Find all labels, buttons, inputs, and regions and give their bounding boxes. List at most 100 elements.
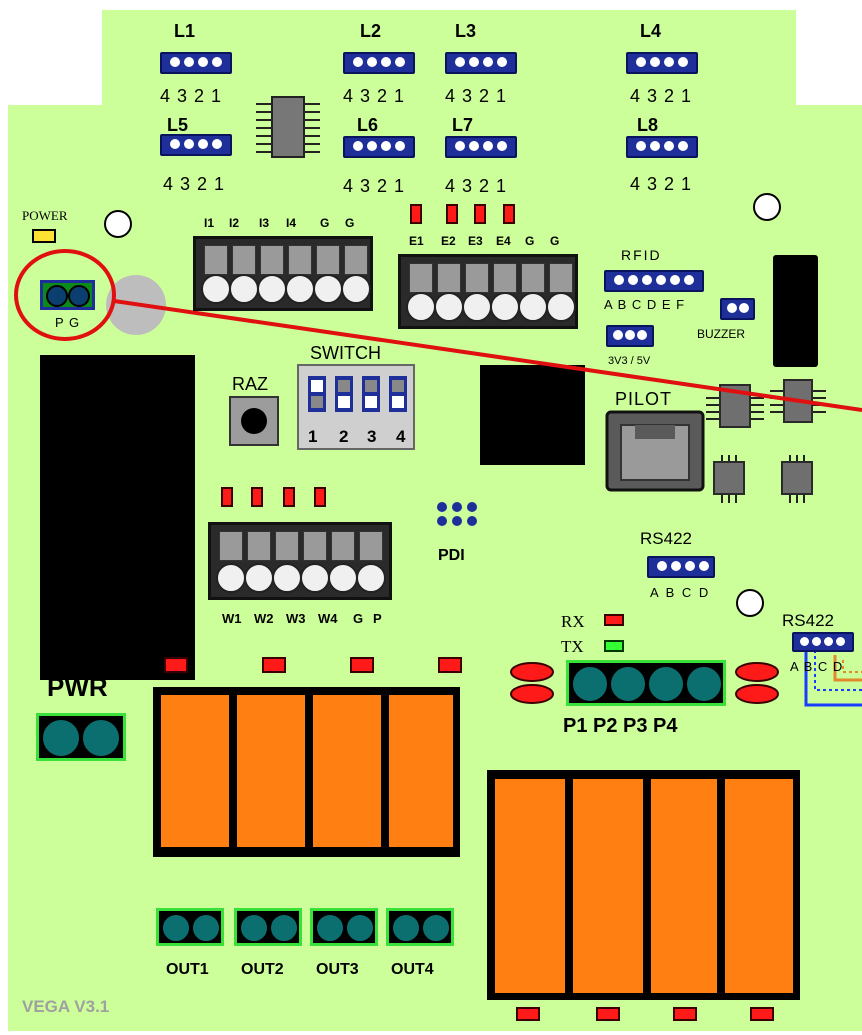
led-e1 xyxy=(410,204,422,224)
relay-1 xyxy=(158,692,232,850)
mount-hole xyxy=(753,193,781,221)
connector-l7 xyxy=(445,136,517,158)
power-connector xyxy=(40,280,95,310)
power-pg-label: P G xyxy=(55,315,81,330)
led-w1 xyxy=(221,487,233,507)
connector-l3 xyxy=(445,52,517,74)
connector-l6-pins: 4 3 2 1 xyxy=(343,176,406,196)
connector-l8-label: L8 xyxy=(637,115,659,135)
connector-l4-pins: 4 3 2 1 xyxy=(630,86,693,106)
led-relay-8 xyxy=(750,1007,774,1021)
power-led xyxy=(32,229,56,243)
out4-connector xyxy=(386,908,454,946)
p-ports-connector xyxy=(566,660,726,706)
connector-l6-label: L6 xyxy=(357,115,379,135)
connector-l1-pins: 4 3 2 1 xyxy=(160,86,223,106)
out2-connector xyxy=(234,908,302,946)
wiegand-p-label: P xyxy=(373,611,382,626)
input-terminal-block xyxy=(193,236,373,311)
pwr-label: PWR xyxy=(47,672,108,702)
rx-led xyxy=(604,614,624,626)
connector-l2 xyxy=(343,52,415,74)
p-ports-label: P1 P2 P3 P4 xyxy=(563,715,678,737)
pdi-label: PDI xyxy=(438,547,465,564)
input-g1-label: G xyxy=(320,216,330,230)
wiegand-w3-label: W3 xyxy=(286,611,306,626)
wiegand-w1-label: W1 xyxy=(222,611,242,626)
relay-3 xyxy=(310,692,384,850)
volt-connector xyxy=(606,325,654,347)
power-label: POWER xyxy=(22,208,68,223)
rx-label: RX xyxy=(561,612,585,631)
connector-l4-label: L4 xyxy=(640,21,662,41)
input-g2-label: G xyxy=(345,216,355,230)
pdi-dots xyxy=(437,502,477,526)
connector-l4 xyxy=(626,52,698,74)
out4-label: OUT4 xyxy=(391,961,434,978)
enc-e4-label: E4 xyxy=(496,234,511,248)
led-out3 xyxy=(350,657,374,673)
relay-7 xyxy=(648,776,720,996)
input-i2-label: I2 xyxy=(229,216,240,230)
relay-8 xyxy=(722,776,796,996)
version-label: VEGA V3.1 xyxy=(22,997,110,1016)
connector-l5-pins: 4 3 2 1 xyxy=(163,174,226,194)
enc-e2-label: E2 xyxy=(441,234,456,248)
out3-connector xyxy=(310,908,378,946)
enc-e3-label: E3 xyxy=(468,234,483,248)
led-e4 xyxy=(503,204,515,224)
black-module-center xyxy=(480,365,585,465)
input-i4-label: I4 xyxy=(286,216,297,230)
rs422-connector xyxy=(647,556,715,578)
black-module-left xyxy=(40,355,195,680)
mount-hole xyxy=(736,589,764,617)
enc-e1-label: E1 xyxy=(409,234,424,248)
switch-num-3: 3 xyxy=(367,427,377,446)
led-relay-5 xyxy=(516,1007,540,1021)
led-out1 xyxy=(164,657,188,673)
rs422-right-pins: A B C D xyxy=(790,659,844,674)
connector-l7-pins: 4 3 2 1 xyxy=(445,176,508,196)
buzzer-label: BUZZER xyxy=(697,327,745,341)
wiegand-w2-label: W2 xyxy=(254,611,274,626)
black-module-right xyxy=(773,255,818,367)
highlight-circle xyxy=(14,249,116,341)
wiegand-g-label: G xyxy=(353,611,364,626)
relay-2 xyxy=(234,692,308,850)
relay-6 xyxy=(570,776,646,996)
switch-num-1: 1 xyxy=(308,427,318,446)
highlight-pointer xyxy=(113,299,862,412)
tx-label: TX xyxy=(561,637,584,656)
connector-l3-label: L3 xyxy=(455,21,477,41)
encoder-terminal-block xyxy=(398,254,578,329)
input-i1-label: I1 xyxy=(204,216,215,230)
raz-label: RAZ xyxy=(232,374,268,394)
led-w4 xyxy=(314,487,326,507)
out1-label: OUT1 xyxy=(166,961,209,978)
buzzer-connector xyxy=(720,298,755,320)
rs422-right-connector xyxy=(792,632,854,652)
relay-4 xyxy=(386,692,456,850)
led-out4 xyxy=(438,657,462,673)
connector-l8-pins: 4 3 2 1 xyxy=(630,174,693,194)
rs422-pins: A B C D xyxy=(650,585,711,600)
volt-label: 3V3 / 5V xyxy=(608,355,651,367)
wiegand-w4-label: W4 xyxy=(318,611,338,626)
dip-switch[interactable] xyxy=(297,364,415,450)
connector-l7-label: L7 xyxy=(452,115,474,135)
tx-led xyxy=(604,640,624,652)
out1-connector xyxy=(156,908,224,946)
connector-l3-pins: 4 3 2 1 xyxy=(445,86,508,106)
switch-label: SWITCH xyxy=(310,343,381,363)
ic-chip-top xyxy=(256,96,320,158)
input-i3-label: I3 xyxy=(259,216,270,230)
switch-num-2: 2 xyxy=(339,427,349,446)
enc-g1-label: G xyxy=(525,234,535,248)
connector-l5-label: L5 xyxy=(167,115,189,135)
rs422-label: RS422 xyxy=(640,529,692,548)
rs422-right-label: RS422 xyxy=(782,611,834,630)
rfid-label: RFID xyxy=(621,247,662,263)
led-w2 xyxy=(251,487,263,507)
